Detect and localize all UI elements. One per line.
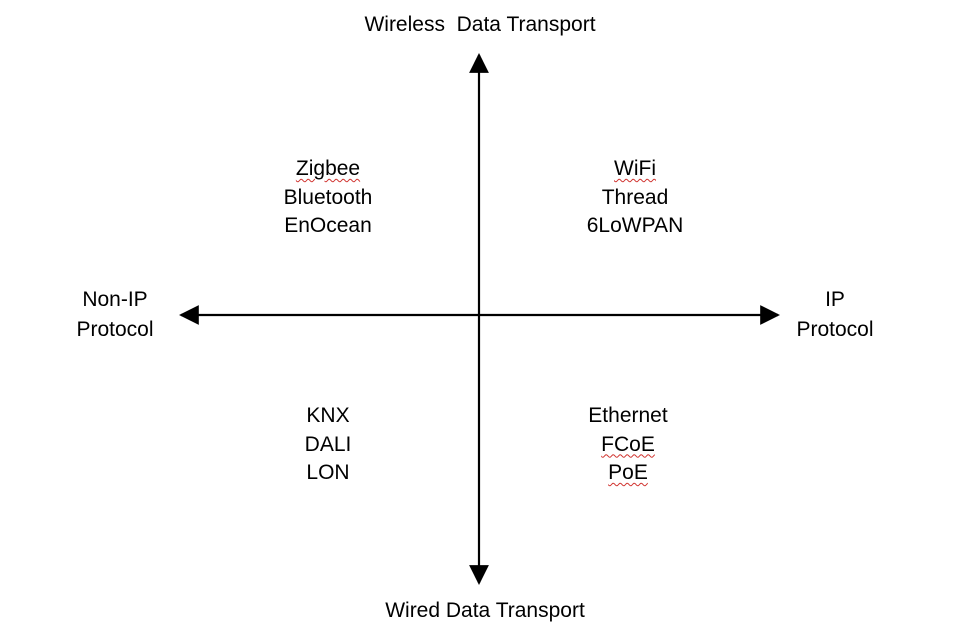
protocol-fcoe: FCoE: [601, 432, 655, 456]
protocol-poe: PoE: [608, 461, 648, 484]
quadrant-wireless-non-ip: Zigbee Bluetooth EnOcean: [228, 155, 428, 241]
axis-label-wired: Wired Data Transport: [335, 596, 635, 626]
quadrant-wireless-ip: WiFi Thread 6LoWPAN: [535, 155, 735, 241]
protocol-6lowpan: 6LoWPAN: [586, 214, 684, 237]
axis-label-bottom-text: Wired Data Transport: [385, 599, 585, 622]
protocol-thread: Thread: [601, 185, 669, 209]
axis-label-wireless: Wireless Data Transport: [330, 10, 630, 40]
protocol-ethernet: Ethernet: [588, 404, 668, 427]
quadrant-wired-non-ip: KNX DALI LON: [228, 402, 428, 488]
protocol-dali: DALI: [304, 432, 352, 456]
protocol-enocean: EnOcean: [284, 214, 372, 237]
axis-label-ip: IP Protocol: [765, 285, 905, 345]
axis-label-right-line-2: Protocol: [796, 318, 874, 341]
protocol-knx: KNX: [306, 404, 350, 427]
axis-label-non-ip: Non-IP Protocol: [45, 285, 185, 345]
protocol-zigbee: Zigbee: [295, 157, 361, 180]
axis-label-left-line-2: Protocol: [76, 318, 154, 341]
protocol-bluetooth: Bluetooth: [283, 185, 373, 209]
protocol-lon: LON: [306, 461, 350, 484]
axis-label-right-line-1: IP: [825, 288, 845, 311]
axis-label-left-line-1: Non-IP: [82, 288, 148, 311]
protocol-wifi: WiFi: [614, 157, 656, 180]
quadrant-wired-ip: Ethernet FCoE PoE: [528, 402, 728, 488]
axis-label-top-text: Wireless Data Transport: [364, 13, 596, 36]
